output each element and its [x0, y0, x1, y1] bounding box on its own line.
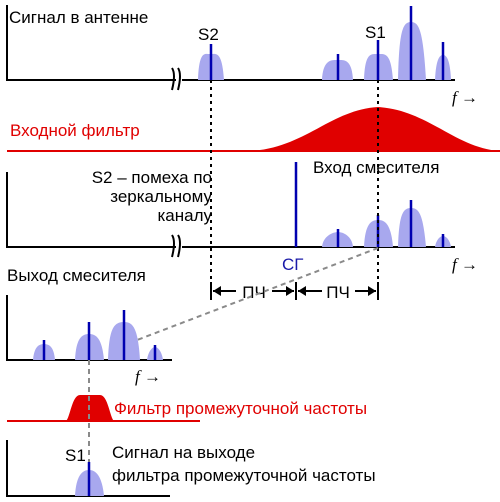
if-arrowhead-mid-a — [286, 286, 294, 296]
panel-if-filter: Фильтр промежуточной частоты — [7, 395, 367, 422]
s1-bottom-label: S1 — [65, 446, 86, 465]
if-output-line1: Сигнал на выходе — [112, 443, 255, 462]
panel-input-filter: Входной фильтр — [7, 107, 500, 152]
if-left-label: ПЧ — [242, 283, 266, 302]
if-arrowhead-right — [368, 286, 376, 296]
if-filter-label: Фильтр промежуточной частоты — [114, 399, 367, 418]
s2-label: S2 — [198, 25, 219, 44]
local-oscillator-label: СГ — [282, 255, 303, 274]
antenna-signal-label: Сигнал в антенне — [9, 8, 148, 27]
if-output-line2: фильтра промежуточной частоты — [112, 466, 376, 485]
panel-if-output: S1 Сигнал на выходе фильтра промежуточно… — [6, 440, 376, 497]
freq-arrow-3: f → — [135, 367, 161, 386]
panel-mixer-input: S2 – помеха по зеркальному каналу Вход с… — [6, 158, 478, 274]
if-output-axis — [6, 440, 170, 497]
if-spacing-markers: ПЧ ПЧ — [210, 282, 379, 302]
image-interference-line2: зеркальному — [110, 187, 212, 206]
mixer-input-label: Вход смесителя — [313, 158, 439, 177]
input-filter-label: Входной фильтр — [10, 121, 140, 140]
s1-label: S1 — [365, 23, 386, 42]
if-arrowhead-mid-b — [298, 286, 306, 296]
image-interference-line1: S2 – помеха по — [92, 168, 212, 187]
axis-break-1 — [171, 67, 181, 91]
mixer-grey-guide — [123, 247, 379, 346]
image-interference-line3: каналу — [157, 206, 212, 225]
freq-arrow-1: f → — [452, 88, 478, 107]
axis-break-2 — [171, 234, 181, 258]
if-right-label: ПЧ — [326, 283, 350, 302]
input-filter-curve — [250, 107, 500, 151]
panel-antenna-signal: Сигнал в антенне S2 S1 f → — [6, 5, 478, 107]
panel-mixer-output: Выход смесителя f → — [6, 247, 379, 386]
freq-arrow-2: f → — [452, 255, 478, 274]
if-arrowhead-left — [213, 286, 221, 296]
mixer-output-label: Выход смесителя — [7, 266, 146, 285]
